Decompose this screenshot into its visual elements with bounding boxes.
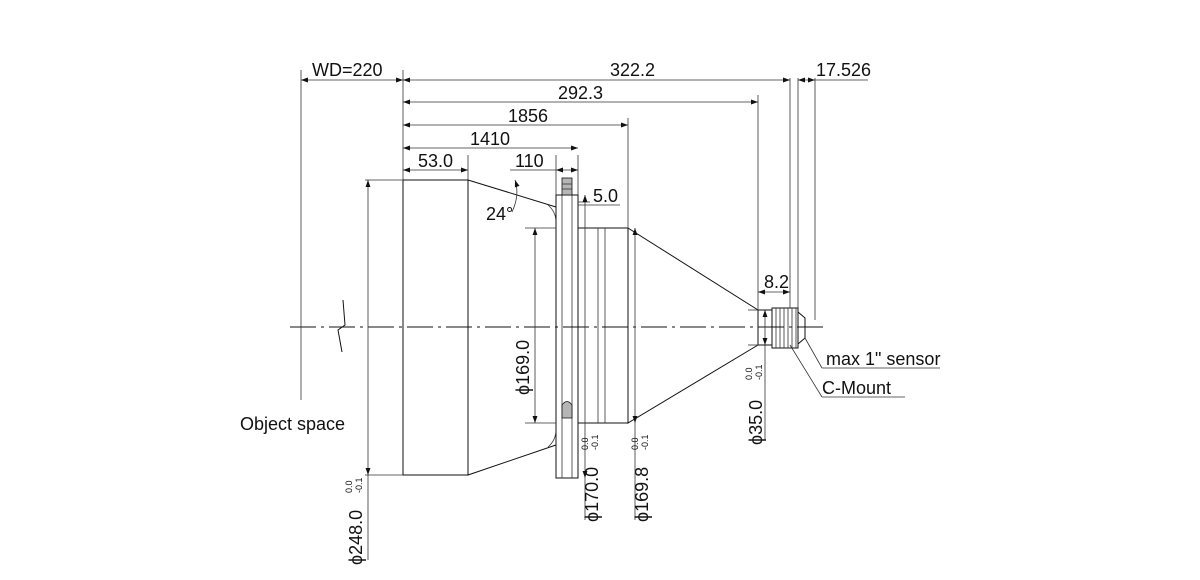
diameter-170-tol-upper: 0.0 <box>580 437 590 450</box>
diameter-170-label: ϕ170.0 <box>582 467 602 522</box>
angle-label: 24° <box>486 204 513 224</box>
dim-1856-label: 1856 <box>508 106 548 126</box>
flange-hole-top <box>561 177 573 196</box>
wd-label: WD=220 <box>312 60 383 80</box>
diameter-248-group: ϕ248.0 0.0 -0.1 <box>344 477 366 565</box>
dim-1410-label: 1410 <box>470 129 510 149</box>
diameter-170-group: ϕ170.0 0.0 -0.1 <box>580 434 602 522</box>
rear-cone <box>627 227 759 424</box>
diameter-169-8-tol-lower: -0.1 <box>640 434 650 450</box>
angle-arc <box>511 179 520 213</box>
dim-5-label: 5.0 <box>593 186 618 206</box>
diameter-169-8-tol-upper: 0.0 <box>630 437 640 450</box>
front-taper <box>467 179 557 476</box>
lens-body <box>402 177 806 479</box>
diameter-248-label: ϕ248.0 <box>346 510 366 565</box>
length-to-mount-label: 292.3 <box>558 83 603 103</box>
leader-lines <box>789 337 940 398</box>
diameter-248-tol-upper: 0.0 <box>344 480 354 493</box>
horizontal-dimensions <box>301 77 868 295</box>
diameter-35-tol-lower: -0.1 <box>754 364 764 380</box>
diameter-248-tol-lower: -0.1 <box>354 477 364 493</box>
diameter-170-tol-lower: -0.1 <box>590 434 600 450</box>
mounting-flange <box>555 194 579 479</box>
flange-hole-bottom <box>561 401 573 419</box>
flange-distance-label: 17.526 <box>816 60 871 80</box>
diameter-dimensions <box>365 180 768 560</box>
dim-110-label: 110 <box>515 151 544 171</box>
overall-length-label: 322.2 <box>610 60 655 80</box>
diameter-169-group: ϕ169.0 <box>513 340 533 395</box>
sensor-label: max 1" sensor <box>826 349 940 369</box>
diameter-35-tol-upper: 0.0 <box>744 367 754 380</box>
c-mount-label: C-Mount <box>822 378 891 398</box>
object-space-label: Object space <box>240 414 345 434</box>
diameter-169-8-group: ϕ169.8 0.0 -0.1 <box>630 434 652 522</box>
axis-break-symbol <box>337 299 346 353</box>
diameter-35-group: ϕ35.0 0.0 -0.1 <box>744 364 766 445</box>
diameter-169-label: ϕ169.0 <box>513 340 533 395</box>
diameter-169-8-label: ϕ169.8 <box>632 467 652 522</box>
front-barrel <box>402 179 469 476</box>
dim-8-2-label: 8.2 <box>764 272 789 292</box>
diameter-35-label: ϕ35.0 <box>746 400 766 445</box>
dim-53-label: 53.0 <box>418 151 453 171</box>
rear-barrel <box>577 227 629 424</box>
